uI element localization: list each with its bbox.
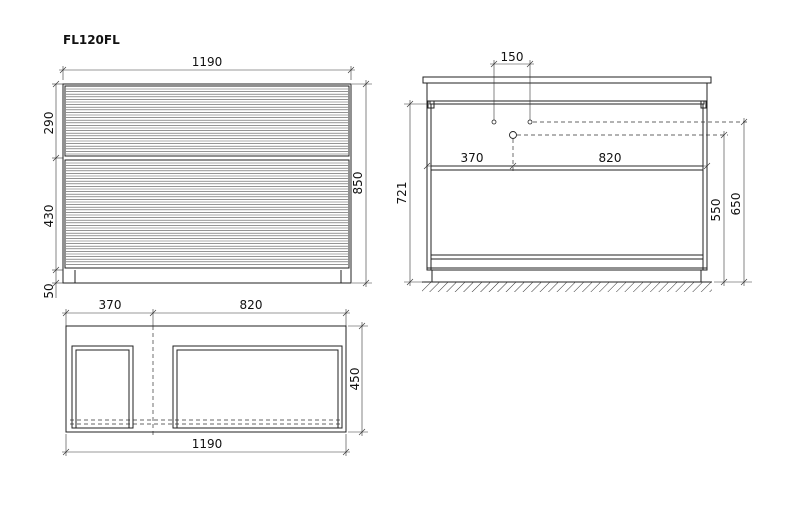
side-view: 150 370 820 721 550 650 (395, 50, 752, 292)
waste-tick-bottom (720, 278, 728, 286)
side-tick-left (423, 162, 431, 170)
side-cabinet-body (426, 82, 708, 271)
front-total-height-label: 850 (351, 172, 365, 195)
supply-tick-bottom (740, 278, 748, 286)
tick-430-bottom (52, 266, 60, 274)
tick-50-bottom (52, 279, 60, 287)
side-left-offset-label: 370 (461, 151, 484, 165)
top-tick-mid (149, 309, 157, 317)
waste-tick-top (720, 131, 728, 139)
bottom-tick-left (62, 448, 70, 456)
side-right-offset-label: 820 (599, 151, 622, 165)
bottom-width-label: 1190 (192, 437, 223, 451)
supply-point-right (527, 119, 533, 125)
right-compartment-inner (176, 349, 339, 429)
lower-drawer-grooves (66, 162, 348, 265)
supply-point-left (491, 119, 497, 125)
front-width-tick-right (347, 66, 355, 74)
plinth-height-label: 50 (42, 283, 56, 298)
model-title: FL120FL (63, 33, 120, 47)
lower-drawer-height-label: 430 (42, 205, 56, 228)
supply-height-label: 650 (729, 193, 743, 216)
depth-tick-top (358, 322, 366, 330)
upper-drawer-front (64, 85, 350, 157)
top-tick-right (342, 309, 350, 317)
waste-outlet (509, 131, 517, 139)
lower-drawer-front (64, 159, 350, 269)
front-width-label: 1190 (192, 55, 223, 69)
top-right-section-label: 820 (240, 298, 263, 312)
depth-label: 450 (348, 368, 362, 391)
pipe-tick-b (526, 60, 534, 68)
pipe-tick-a (490, 60, 498, 68)
tick-290-bottom (52, 154, 60, 162)
bottom-shelf (430, 254, 704, 260)
floor-hatch (422, 282, 712, 292)
depth-tick-bottom (358, 428, 366, 436)
side-height-label: 721 (395, 182, 409, 205)
supply-tick-top (740, 118, 748, 126)
upper-drawer-height-label: 290 (42, 112, 56, 135)
height-721-tick-top (406, 100, 414, 108)
countertop (422, 76, 712, 84)
upper-drawer-grooves (66, 88, 348, 155)
front-view: 1190 290 430 50 850 (42, 55, 372, 299)
bottom-tick-right (342, 448, 350, 456)
top-left-section-label: 370 (99, 298, 122, 312)
top-view-outline (65, 325, 347, 433)
waste-height-label: 550 (709, 199, 723, 222)
front-height-tick-top (362, 80, 370, 88)
front-height-tick-bottom (362, 279, 370, 287)
side-tick-right (703, 162, 711, 170)
top-rail (429, 100, 705, 105)
side-tick-mid (509, 162, 517, 170)
top-tick-left (62, 309, 70, 317)
pipe-spacing-label: 150 (501, 50, 524, 64)
top-view: 370 820 450 1190 (62, 298, 368, 456)
front-width-tick-left (59, 66, 67, 74)
tick-290-top (52, 80, 60, 88)
left-compartment-inner (75, 349, 130, 429)
height-721-tick-bottom (406, 278, 414, 286)
